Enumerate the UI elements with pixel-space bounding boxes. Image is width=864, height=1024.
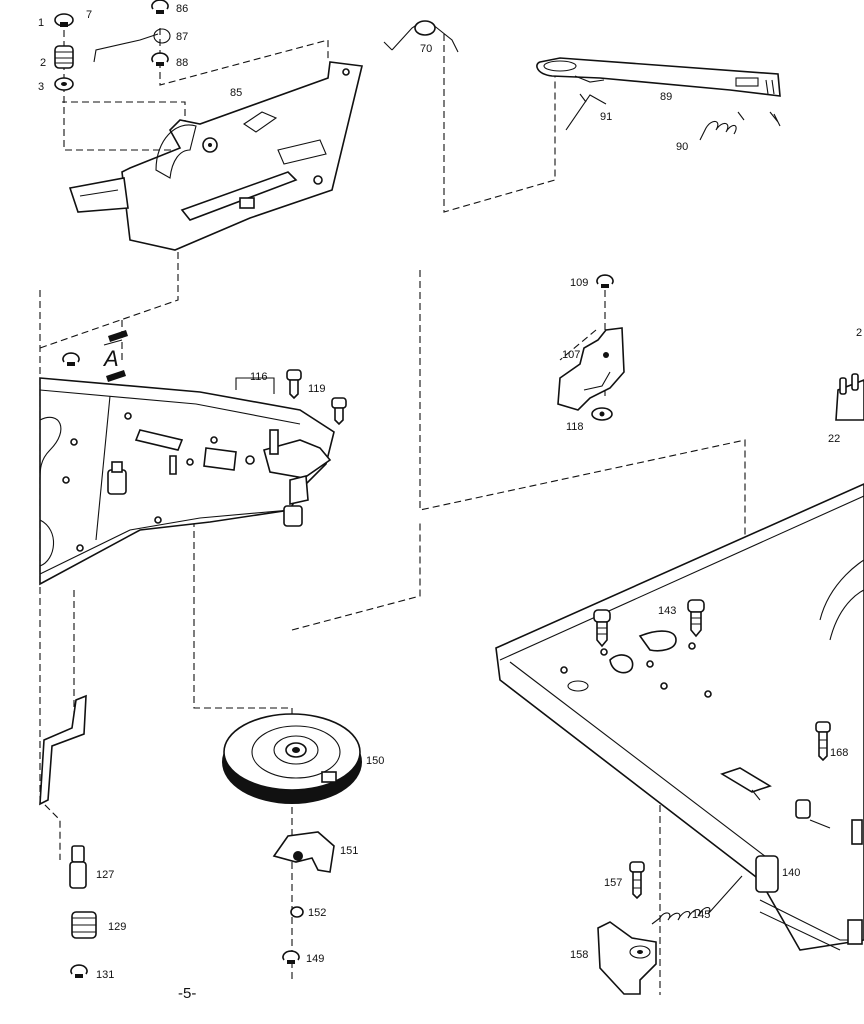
part-143-screws <box>593 599 705 648</box>
part-70-torsion-spring <box>383 20 459 53</box>
svg-text:2: 2 <box>856 327 862 339</box>
label-109: 109 <box>570 277 588 289</box>
part-119-screws <box>286 369 347 426</box>
part-22-switch: 2 <box>835 327 864 421</box>
part-109-e-ring <box>596 274 614 288</box>
label-118: 118 <box>566 421 584 433</box>
part-151-lever <box>272 831 335 873</box>
part-2-spring-collar <box>54 45 74 69</box>
part-88-e-ring <box>151 52 169 66</box>
part-129-spring-collar <box>71 911 97 939</box>
part-left-bracket <box>39 694 87 806</box>
part-152-washer <box>290 906 304 918</box>
sub-chassis-plate <box>39 377 335 586</box>
part-3-washer <box>54 77 74 91</box>
label-107: 107 <box>562 349 580 361</box>
label-70: 70 <box>420 43 432 55</box>
label-127: 127 <box>96 869 114 881</box>
label-143: 143 <box>658 605 676 617</box>
label-1: 1 <box>38 17 44 29</box>
part-168-screw <box>815 721 831 762</box>
label-89: 89 <box>660 91 672 103</box>
part-90-coil-spring <box>699 111 781 141</box>
label-22: 22 <box>828 433 840 445</box>
part-91-wire-spring <box>565 93 607 131</box>
part-158-bracket <box>597 921 657 995</box>
part-150-cam-gear <box>222 713 362 804</box>
label-116: 116 <box>250 371 268 383</box>
part-labels: 1 7 86 2 87 3 88 70 85 89 91 90 109 107 … <box>38 3 848 1002</box>
part-85-lever-bracket <box>68 61 363 251</box>
part-131-e-ring <box>70 964 88 978</box>
part-118-washer <box>591 407 613 421</box>
part-107-bracket <box>557 327 625 411</box>
label-85: 85 <box>230 87 242 99</box>
label-168: 168 <box>830 747 848 759</box>
label-149: 149 <box>306 953 324 965</box>
label-90: 90 <box>676 141 688 153</box>
part-87-wire-spring <box>93 28 171 63</box>
label-87: 87 <box>176 31 188 43</box>
label-91: 91 <box>600 111 612 123</box>
part-89-slide-lever <box>536 57 781 97</box>
label-3: 3 <box>38 81 44 93</box>
marker-a-label: A <box>102 346 119 371</box>
label-157: 157 <box>604 877 622 889</box>
label-129: 129 <box>108 921 126 933</box>
label-7: 7 <box>86 9 92 21</box>
label-2: 2 <box>40 57 46 69</box>
part-86-e-ring <box>151 0 169 14</box>
marker-a: A <box>102 330 128 382</box>
label-150: 150 <box>366 755 384 767</box>
part-145-coil-spring <box>651 875 743 925</box>
label-158: 158 <box>570 949 588 961</box>
label-151: 151 <box>340 845 358 857</box>
part-157-screw <box>629 861 645 900</box>
part-7-e-ring <box>54 13 74 27</box>
label-152: 152 <box>308 907 326 919</box>
label-140: 140 <box>782 867 800 879</box>
part-149-e-ring <box>282 950 300 964</box>
page-number: -5- <box>178 985 196 1002</box>
label-145: 145 <box>692 909 710 921</box>
label-119: 119 <box>308 383 326 395</box>
part-127-shaft <box>69 845 87 889</box>
label-86: 86 <box>176 3 188 15</box>
label-131: 131 <box>96 969 114 981</box>
main-chassis <box>495 483 864 951</box>
label-88: 88 <box>176 57 188 69</box>
part-e-ring-left <box>62 352 80 366</box>
